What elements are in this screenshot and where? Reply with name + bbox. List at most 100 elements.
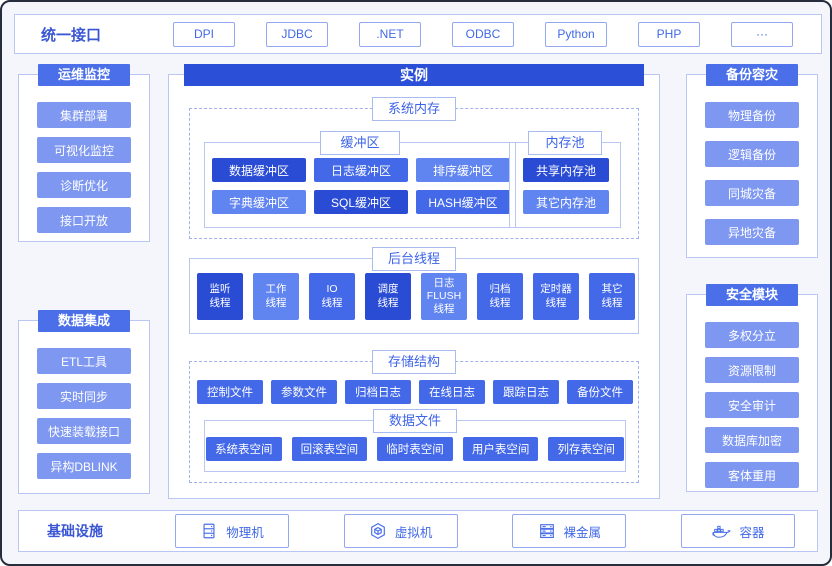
interface-chip-dotnet: .NET — [359, 21, 421, 47]
thread-chip-scheduler: 调度线程 — [365, 273, 411, 320]
interface-chip-row: DPI JDBC .NET ODBC Python PHP ··· — [137, 21, 821, 47]
data-integration-items: ETL工具 实时同步 快速装载接口 异构DBLINK — [19, 321, 149, 479]
docker-whale-icon — [711, 522, 732, 540]
instance-title: 实例 — [184, 64, 644, 86]
sec-item-db-encryption: 数据库加密 — [705, 427, 799, 453]
infrastructure-items: 物理机 虚拟机 — [133, 514, 817, 548]
infra-box-container: 容器 — [680, 514, 795, 548]
physical-server-icon — [200, 522, 218, 540]
file-chip-online-log: 在线日志 — [419, 380, 485, 404]
pool-chip-other: 其它内存池 — [523, 190, 609, 214]
backup-dr-panel: 备份容灾 物理备份 逻辑备份 同城灾备 异地灾备 — [686, 64, 818, 258]
file-chip-param: 参数文件 — [271, 380, 337, 404]
bare-metal-icon — [538, 522, 556, 540]
memory-pool-label: 内存池 — [528, 131, 602, 155]
data-file-chips: 系统表空间 回滚表空间 临时表空间 用户表空间 列存表空间 — [206, 437, 624, 461]
tablespace-chip-user: 用户表空间 — [462, 437, 539, 461]
buffer-chip-sql: SQL缓冲区 — [314, 190, 408, 214]
buffer-label: 缓冲区 — [320, 131, 400, 155]
tablespace-chip-columnar: 列存表空间 — [548, 437, 624, 461]
thread-chip-other: 其它线程 — [589, 273, 635, 320]
buffer-chip-dict: 字典缓冲区 — [212, 190, 306, 214]
interface-chip-php: PHP — [638, 21, 700, 47]
background-threads-label: 后台线程 — [372, 247, 456, 271]
ops-item-open-api: 接口开放 — [37, 207, 131, 233]
infra-label: 裸金属 — [563, 525, 602, 540]
buffer-chip-hash: HASH缓冲区 — [416, 190, 510, 214]
thread-chip-listener: 监听线程 — [197, 273, 243, 320]
data-files-group: 数据文件 系统表空间 回滚表空间 临时表空间 用户表空间 列存表空间 — [204, 409, 626, 472]
buffer-chip-sort: 排序缓冲区 — [416, 158, 510, 182]
interface-chip-more: ··· — [731, 21, 793, 47]
data-integration-panel: 数据集成 ETL工具 实时同步 快速装载接口 异构DBLINK — [18, 310, 150, 494]
buffer-group: 缓冲区 数据缓冲区 日志缓冲区 排序缓冲区 字典缓冲区 SQL缓冲区 HASH缓… — [204, 131, 516, 228]
interface-chip-jdbc: JDBC — [266, 21, 328, 47]
backup-dr-items: 物理备份 逻辑备份 同城灾备 异地灾备 — [687, 75, 817, 245]
file-chip-trace-log: 跟踪日志 — [493, 380, 559, 404]
sec-item-separation-of-powers: 多权分立 — [705, 322, 799, 348]
storage-file-chips: 控制文件 参数文件 归档日志 在线日志 跟踪日志 备份文件 — [197, 380, 633, 404]
bk-item-logical-backup: 逻辑备份 — [705, 141, 799, 167]
interface-chip-python: Python — [545, 21, 607, 47]
security-title: 安全模块 — [706, 284, 798, 306]
thread-chip-timer: 定时器线程 — [533, 273, 579, 320]
infra-box-bare-metal: 裸金属 — [512, 514, 627, 548]
ops-item-visual-monitor: 可视化监控 — [37, 137, 131, 163]
infra-label: 容器 — [739, 525, 765, 540]
pool-chip-shared: 共享内存池 — [523, 158, 609, 182]
ops-monitoring-panel: 运维监控 集群部署 可视化监控 诊断优化 接口开放 — [18, 64, 150, 242]
data-integration-title: 数据集成 — [38, 310, 130, 332]
system-memory-label: 系统内存 — [372, 97, 456, 121]
file-chip-archive-log: 归档日志 — [345, 380, 411, 404]
memory-pool-chips: 共享内存池 其它内存池 — [523, 158, 609, 214]
infra-box-physical-machine: 物理机 — [175, 514, 289, 548]
storage-structure-group: 存储结构 控制文件 参数文件 归档日志 在线日志 跟踪日志 备份文件 数据文件 … — [189, 350, 639, 483]
instance-panel: 实例 系统内存 缓冲区 数据缓冲区 日志缓冲区 排序缓冲区 字典缓冲区 SQL缓… — [168, 64, 660, 499]
storage-structure-label: 存储结构 — [372, 350, 456, 374]
tablespace-chip-system: 系统表空间 — [206, 437, 282, 461]
bk-item-physical-backup: 物理备份 — [705, 102, 799, 128]
buffer-chips: 数据缓冲区 日志缓冲区 排序缓冲区 字典缓冲区 SQL缓冲区 HASH缓冲区 — [212, 158, 510, 214]
tablespace-chip-rollback: 回滚表空间 — [291, 437, 368, 461]
ops-item-diagnose-optimize: 诊断优化 — [37, 172, 131, 198]
thread-chip-worker: 工作线程 — [253, 273, 299, 320]
infra-box-virtual-machine: 虚拟机 — [343, 514, 458, 548]
file-chip-control: 控制文件 — [197, 380, 263, 404]
interface-chip-odbc: ODBC — [452, 21, 514, 47]
sec-item-resource-limit: 资源限制 — [705, 357, 799, 383]
tablespace-chip-temp: 临时表空间 — [377, 437, 453, 461]
bk-item-remote-dr: 异地灾备 — [705, 219, 799, 245]
di-item-realtime-sync: 实时同步 — [37, 383, 131, 409]
ops-monitoring-items: 集群部署 可视化监控 诊断优化 接口开放 — [19, 75, 149, 233]
memory-pool-group: 内存池 共享内存池 其它内存池 — [509, 131, 621, 228]
infrastructure-title: 基础设施 — [47, 523, 103, 539]
infra-label: 物理机 — [226, 525, 264, 540]
infrastructure-bar: 基础设施 物理机 — [18, 510, 818, 552]
vm-cube-icon — [369, 522, 387, 540]
system-memory-group: 系统内存 缓冲区 数据缓冲区 日志缓冲区 排序缓冲区 字典缓冲区 SQL缓冲区 … — [189, 97, 639, 239]
file-chip-backup: 备份文件 — [567, 380, 633, 404]
di-item-dblink: 异构DBLINK — [37, 453, 131, 479]
interface-chip-dpi: DPI — [173, 21, 235, 47]
security-items: 多权分立 资源限制 安全审计 数据库加密 客体重用 — [687, 295, 817, 488]
bk-item-local-dr: 同城灾备 — [705, 180, 799, 206]
buffer-chip-log: 日志缓冲区 — [314, 158, 408, 182]
unified-interface-title: 统一接口 — [41, 26, 102, 44]
data-files-label: 数据文件 — [373, 409, 457, 433]
backup-dr-title: 备份容灾 — [706, 64, 798, 86]
security-panel: 安全模块 多权分立 资源限制 安全审计 数据库加密 客体重用 — [686, 284, 818, 492]
infra-label: 虚拟机 — [394, 525, 433, 540]
sec-item-object-reuse: 客体重用 — [705, 462, 799, 488]
ops-item-cluster-deploy: 集群部署 — [37, 102, 131, 128]
unified-interface-bar: 统一接口 DPI JDBC .NET ODBC Python PHP ··· — [14, 14, 822, 54]
thread-chip-archive: 归档线程 — [477, 273, 523, 320]
di-item-etl: ETL工具 — [37, 348, 131, 374]
buffer-chip-data: 数据缓冲区 — [212, 158, 306, 182]
di-item-fast-load: 快速装载接口 — [37, 418, 131, 444]
ops-monitoring-title: 运维监控 — [38, 64, 130, 86]
